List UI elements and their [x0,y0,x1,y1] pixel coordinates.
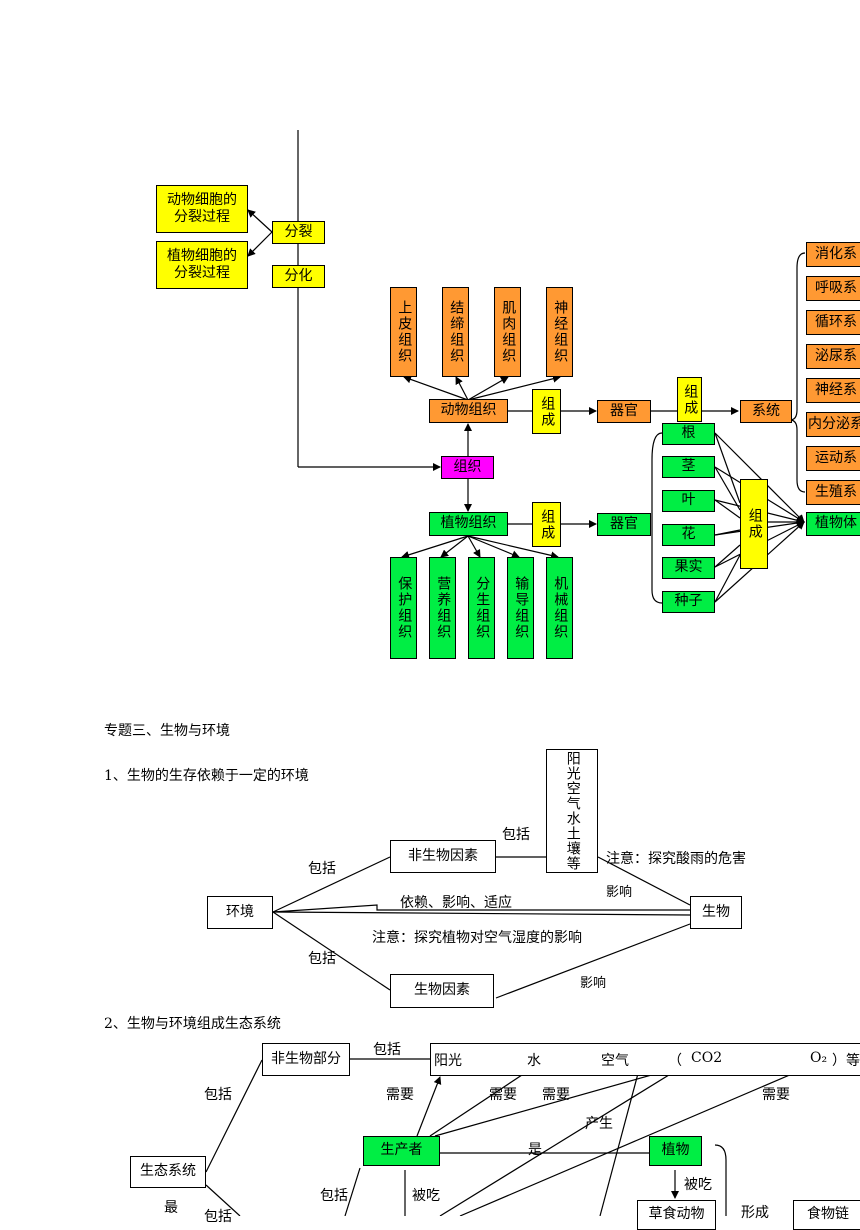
organ-leaf: 叶 [662,490,715,512]
system-item-urinary: 泌尿系 [806,344,860,369]
animal-cell-division-label: 动物细胞的分裂过程 [167,191,237,226]
label-need-sunlight: 需要 [386,1087,414,1103]
label-form: 形成 [741,1205,769,1221]
nerve-tissue-box: 神经组织 [546,287,573,377]
animal-organ-box: 器官 [597,400,651,423]
subsection-2-title: 2、生物与环境组成生态系统 [104,1016,281,1032]
system-item-motor: 运动系 [806,446,860,471]
label-sunlight: 阳光 [434,1053,462,1069]
system-item-endocrine: 内分泌系 [806,412,860,437]
mechanical-tissue-box: 机械组织 [546,557,573,659]
herbivore-box: 草食动物 [637,1200,716,1230]
subsection-1-title: 1、生物的生存依赖于一定的环境 [104,768,309,784]
label-water: 水 [527,1053,541,1069]
plant-box: 植物 [649,1136,702,1166]
animal-cell-division-box: 动物细胞的分裂过程 [156,185,248,233]
label-eaten-plant: 被吃 [684,1177,712,1193]
label-include-ecosystem: 包括 [204,1087,232,1103]
plant-cell-division-box: 植物细胞的分裂过程 [156,241,248,289]
system-item-nervous: 神经系 [806,378,860,403]
label-include-abiotic-part: 包括 [373,1042,401,1058]
label-affect-biotic: 影响 [580,976,607,991]
biotic-factor-box: 生物因素 [390,974,494,1008]
abiotic-components-box [430,1043,860,1076]
plant-organ-box: 器官 [597,513,651,536]
label-produce: 产生 [585,1116,613,1132]
muscle-tissue-box: 肌肉组织 [494,287,521,377]
label-include-abiotic: 包括 [308,861,336,877]
organism-box: 生物 [690,896,742,929]
label-most: 最 [164,1200,178,1216]
label-include-lower: 包括 [204,1209,232,1225]
label-note-humidity: 注意：探究植物对空气湿度的影响 [372,930,582,946]
label-paren-open: （ [668,1053,682,1069]
producer-box: 生产者 [363,1136,440,1166]
system-item-circulatory: 循环系 [806,310,860,335]
label-o2: O₂ [810,1050,828,1066]
connective-tissue-box: 结缔组织 [442,287,469,377]
system-item-respiratory: 呼吸系 [806,276,860,301]
system-item-digestive: 消化系 [806,242,860,267]
tissue-box: 组织 [441,456,494,479]
label-co2: CO2 [691,1050,723,1066]
animal-tissue-box: 动物组织 [429,399,508,423]
differentiation-box: 分化 [272,265,325,288]
label-need-water: 需要 [489,1087,517,1103]
compose-box-animal: 组成 [532,389,561,434]
vascular-tissue-box: 输导组织 [507,557,534,659]
compose-box-plant: 组成 [532,502,561,547]
plant-body-box: 植物体 [806,512,860,536]
plant-cell-division-label: 植物细胞的分裂过程 [167,247,237,282]
compose-box-plant-body: 组成 [740,479,768,569]
label-is: 是 [528,1142,542,1158]
environment-box: 环境 [207,896,273,929]
system-item-reproductive: 生殖系 [806,480,860,505]
system-box: 系统 [740,400,792,423]
meristem-tissue-box: 分生组织 [468,557,495,659]
label-need-o2: 需要 [762,1087,790,1103]
protective-tissue-box: 保护组织 [390,557,417,659]
division-box: 分裂 [272,221,325,244]
compose-box-system: 组成 [677,377,702,422]
label-need-air: 需要 [542,1087,570,1103]
label-include-biotic: 包括 [308,951,336,967]
abiotic-part-box: 非生物部分 [262,1043,350,1076]
plant-tissue-box: 植物组织 [429,512,508,536]
label-air: 空气 [601,1053,629,1069]
abiotic-factor-box: 非生物因素 [390,840,496,873]
organ-stem: 茎 [662,456,715,478]
ecosystem-box: 生态系统 [130,1156,206,1188]
organ-root: 根 [662,423,715,445]
nutrient-tissue-box: 营养组织 [429,557,456,659]
organ-flower: 花 [662,524,715,546]
epithelial-tissue-box: 上皮组织 [390,287,417,377]
label-paren-close: ）等 [832,1053,860,1069]
label-include-producer: 包括 [320,1188,348,1204]
abiotic-factors-list-box: 阳光空气水土壤等 [546,749,598,873]
section-title: 专题三、生物与环境 [104,723,230,739]
organ-fruit: 果实 [662,557,715,579]
label-include-factors: 包括 [502,827,530,843]
food-chain-box: 食物链 [793,1200,860,1230]
organ-seed: 种子 [662,591,715,613]
label-depend-affect-adapt: 依赖、影响、适应 [400,895,512,911]
label-eaten-producer: 被吃 [412,1188,440,1204]
label-affect-abiotic: 影响 [606,885,633,900]
label-note-acid-rain: 注意：探究酸雨的危害 [606,851,746,867]
